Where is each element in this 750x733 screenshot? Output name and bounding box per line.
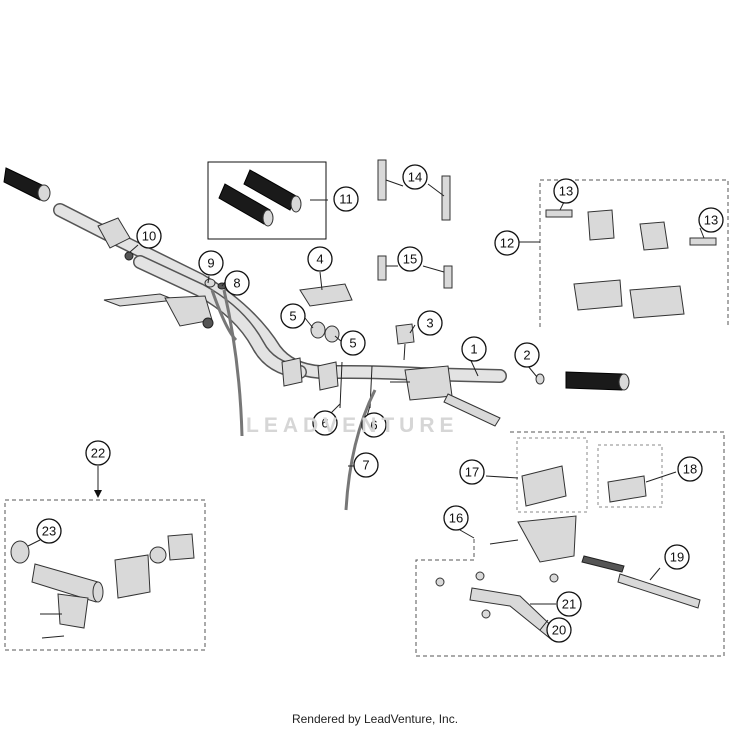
- bolts-15: [377, 255, 453, 289]
- callout-1: 1: [461, 336, 487, 362]
- callout-2: 2: [514, 342, 540, 368]
- callout-13-right: 13: [698, 207, 724, 233]
- svg-text:6: 6: [321, 416, 328, 431]
- svg-text:17: 17: [465, 465, 479, 480]
- svg-text:22: 22: [91, 446, 105, 461]
- callout-5-lower: 5: [340, 330, 366, 356]
- left-switch-assembly: [97, 217, 134, 261]
- svg-text:3: 3: [426, 316, 433, 331]
- svg-text:6: 6: [370, 418, 377, 433]
- brake-master-cylinder: [390, 365, 501, 427]
- bar-clamps: [281, 357, 339, 391]
- svg-text:18: 18: [683, 462, 697, 477]
- watermark-text: LEADVENTURE: [246, 414, 459, 437]
- callout-8: 8: [224, 270, 250, 296]
- grip-set-box: [207, 161, 328, 240]
- callout-20: 20: [546, 617, 572, 643]
- svg-text:19: 19: [670, 550, 684, 565]
- callout-9: 9: [198, 250, 224, 276]
- svg-text:12: 12: [500, 236, 514, 251]
- svg-text:5: 5: [289, 309, 296, 324]
- callout-7: 7: [353, 452, 379, 478]
- svg-text:11: 11: [339, 192, 353, 207]
- callout-3: 3: [417, 310, 443, 336]
- svg-text:13: 13: [559, 184, 573, 199]
- callout-4: 4: [307, 246, 333, 272]
- callout-15: 15: [397, 246, 423, 272]
- clutch-lever-assembly: [103, 293, 214, 329]
- svg-text:5: 5: [349, 336, 356, 351]
- rubber-rings-5: [310, 321, 340, 343]
- svg-text:20: 20: [552, 623, 566, 638]
- callout-6-right: 6: [361, 412, 387, 438]
- svg-text:16: 16: [449, 511, 463, 526]
- footer-credit: Rendered by LeadVenture, Inc.: [291, 712, 459, 726]
- handlebar-plate-4: [299, 283, 353, 307]
- svg-text:13: 13: [704, 213, 718, 228]
- callout-22: 22: [85, 440, 111, 466]
- throttle-assembly-22: [4, 466, 206, 651]
- svg-text:14: 14: [408, 170, 422, 185]
- cables: [210, 289, 377, 511]
- callout-12: 12: [494, 230, 520, 256]
- callout-17: 17: [459, 459, 485, 485]
- callout-5-upper: 5: [280, 303, 306, 329]
- svg-text:15: 15: [403, 252, 417, 267]
- left-grip: [3, 167, 51, 202]
- callout-19: 19: [664, 544, 690, 570]
- callout-14: 14: [402, 164, 428, 190]
- leader-lines: [27, 179, 705, 631]
- callout-18: 18: [677, 456, 703, 482]
- brake-lever-kit: [415, 431, 725, 657]
- callout-16: 16: [443, 505, 469, 531]
- callout-23: 23: [36, 518, 62, 544]
- svg-text:1: 1: [470, 342, 477, 357]
- callout-11: 11: [333, 186, 359, 212]
- callout-6-left: 6: [312, 410, 338, 436]
- svg-text:8: 8: [233, 276, 240, 291]
- clamp-kit-12: [539, 179, 729, 327]
- bar-end-and-right-grip: [535, 371, 630, 391]
- callout-13-left: 13: [553, 178, 579, 204]
- svg-text:21: 21: [562, 597, 576, 612]
- callout-21: 21: [556, 591, 582, 617]
- svg-text:2: 2: [523, 348, 530, 363]
- callout-10: 10: [136, 223, 162, 249]
- svg-text:7: 7: [362, 458, 369, 473]
- svg-text:4: 4: [316, 252, 323, 267]
- svg-text:9: 9: [207, 256, 214, 271]
- switch-3: [395, 323, 415, 361]
- svg-text:23: 23: [42, 524, 56, 539]
- svg-text:10: 10: [142, 229, 156, 244]
